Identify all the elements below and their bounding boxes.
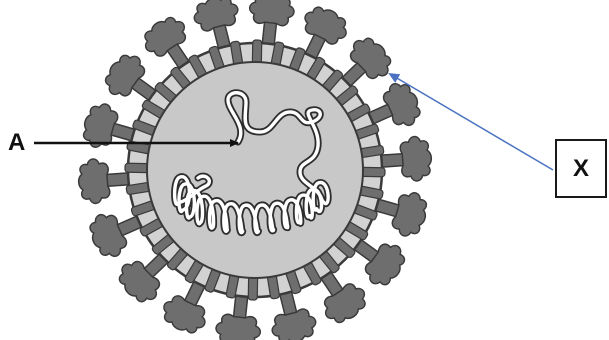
viral-interior [147,62,363,278]
label-x: X [557,155,605,183]
label-x-box: X [555,139,607,198]
label-a: A [8,129,25,157]
